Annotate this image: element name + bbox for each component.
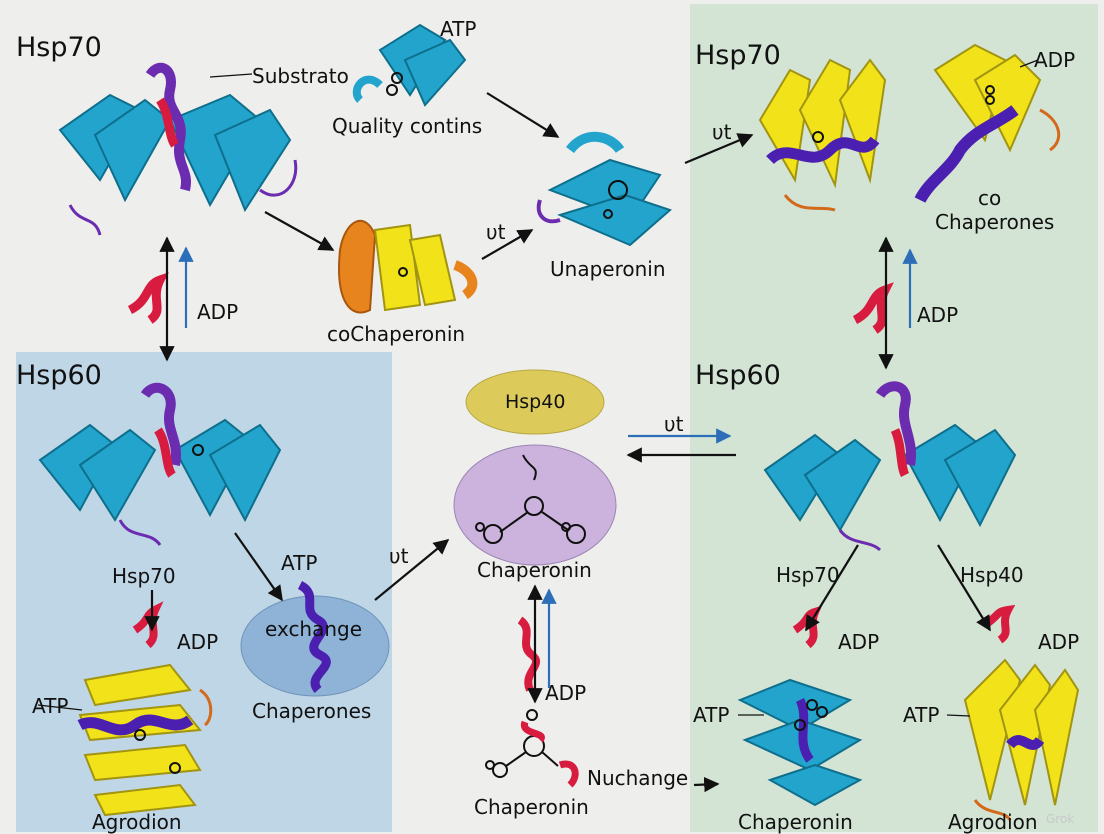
label-adp-right-bottom-1: ADP (838, 630, 880, 654)
label-chaperones-bottom: Chaperones (252, 699, 372, 723)
hsp60-structure-left (38, 382, 282, 546)
label-adp-left-mid: ADP (197, 300, 239, 324)
label-adp-center: ADP (545, 681, 587, 705)
label-chaperonin-bottom-right: Chaperonin (738, 810, 853, 834)
label-hsp60-left: Hsp60 (16, 360, 102, 391)
red-helix-center (517, 616, 540, 692)
label-exchange: exchange (265, 617, 363, 641)
ligand-molecule-bottom (485, 709, 579, 788)
watermark-grok: Grok (1046, 812, 1075, 826)
red-helix-right-bottom-2 (982, 604, 1016, 644)
label-chaperonin-center: Chaperonin (477, 558, 592, 582)
label-atp-top: ATP (440, 17, 477, 41)
label-hsp70-right-bottom: Hsp70 (776, 563, 840, 587)
label-atp-left-bottom: ATP (32, 694, 69, 718)
label-agrodion-left: Agrodion (92, 810, 182, 834)
ligand-molecule-center (475, 454, 586, 544)
label-atp-exchange: ATP (281, 551, 318, 575)
chaperonin-structure-right-bottom (737, 678, 863, 807)
agrodion-structure-right (963, 658, 1080, 821)
label-unaperonin: Unaperonin (550, 257, 666, 281)
red-helix-left-mid (127, 272, 169, 324)
label-ut-mid-left: υt (486, 220, 506, 244)
label-co: co (978, 186, 1002, 210)
agrodion-structure-left (77, 663, 213, 817)
label-hsp60-right: Hsp60 (695, 360, 781, 391)
hsp60-structure-right (763, 381, 1017, 552)
unaperonin-structure (536, 131, 672, 247)
label-hsp40-right-bottom: Hsp40 (960, 563, 1024, 587)
label-cochaperonin: coChaperonin (327, 322, 466, 346)
label-quality-contins: Quality contins (332, 114, 483, 138)
red-helix-left-bottom (132, 601, 164, 649)
arrows (37, 59, 1039, 793)
label-hsp70-left-bottom: Hsp70 (112, 564, 176, 588)
cochaperonin-structure (338, 220, 478, 314)
hsp70-structure-top-right (758, 58, 887, 212)
label-ut-top-right: υt (712, 120, 732, 144)
adp-structure-top-right (914, 43, 1061, 203)
label-adp-top-right: ADP (1034, 48, 1076, 72)
exchange-helix (297, 580, 331, 693)
label-agrodion-right: Agrodion (948, 810, 1038, 834)
label-atp-right-bottom-1: ATP (693, 703, 730, 727)
red-helix-right-bottom-1 (792, 605, 823, 649)
chaperonin-ellipse (453, 444, 617, 566)
label-hsp40-center: Hsp40 (505, 391, 566, 413)
label-hsp70-top-right: Hsp70 (695, 40, 781, 71)
label-atp-right-bottom-2: ATP (903, 703, 940, 727)
label-adp-right-bottom-2: ADP (1038, 630, 1080, 654)
label-substrato: Substrato (252, 64, 349, 88)
hsp40-ellipse (465, 369, 605, 435)
label-nuchange: Nuchange (587, 766, 689, 790)
label-ut-center-right: υt (664, 412, 684, 436)
blue-panel (16, 352, 392, 832)
label-ut-center-left: υt (389, 544, 409, 568)
label-adp-left-bottom: ADP (177, 630, 219, 654)
blue-arrows (178, 246, 918, 688)
label-hsp70-top-left: Hsp70 (16, 32, 102, 63)
hsp70-structure-top-left (58, 62, 298, 236)
label-chaperones-top-right: Chaperones (935, 210, 1055, 234)
label-adp-right-mid: ADP (917, 303, 959, 327)
atp-structure-top (352, 23, 467, 107)
label-chaperonin-bottom-center: Chaperonin (474, 795, 589, 819)
